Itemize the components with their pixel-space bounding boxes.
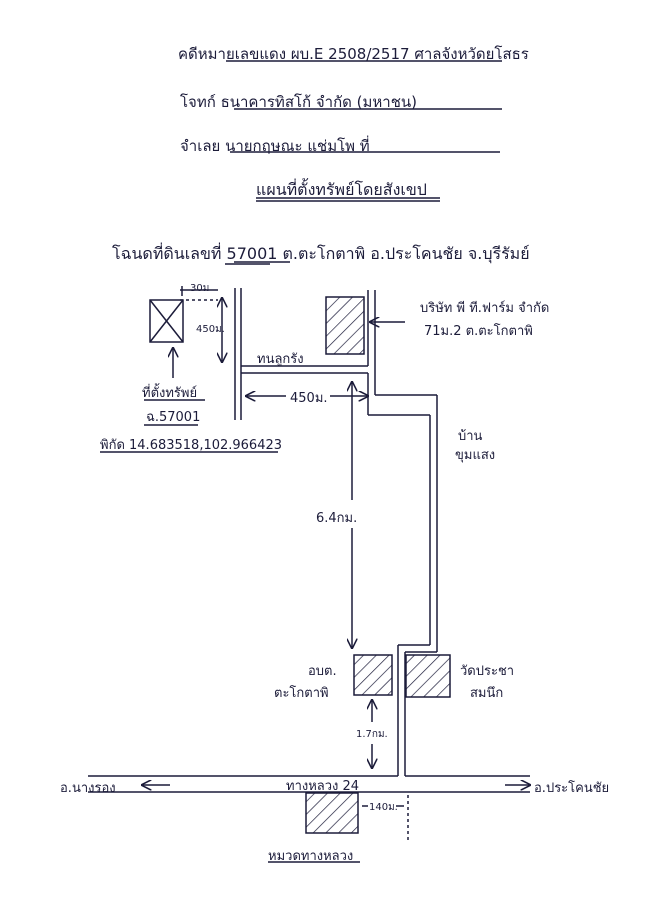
coordinates: พิกัด 14.683518,102.966423 (100, 438, 283, 453)
plaintiff-line: โจทก์ ธนาคารทิสโก้ จำกัด (มหาชน) (180, 93, 418, 111)
left-destination: อ.นางรอง (60, 781, 116, 796)
right-destination: อ.ประโคนชัย (534, 781, 610, 796)
highway-label: ทางหลวง 24 (286, 779, 360, 794)
village-label-line2: ขุมแสง (455, 448, 496, 463)
company-building (325, 296, 365, 355)
case-number-line: คดีหมายเลขแดง ผบ.E 2508/2517 ศาลจังหวัดย… (178, 45, 529, 63)
property-label-line1: ที่ตั้งทรัพย์ (142, 386, 198, 401)
subdistrict-office-building (353, 654, 393, 696)
village-label-line1: บ้าน (458, 429, 483, 444)
property-box (149, 299, 184, 343)
map-title: แผนที่ตั้งทรัพย์โดยสังเขป (256, 180, 427, 199)
soi-name: ทนลูกรัง (257, 352, 304, 367)
distance-30m: 30ม (190, 283, 210, 294)
defendant-line: จำเลย นายกฤษณะ แช่มโพ ที่ (180, 137, 370, 155)
subdistrict-office-line1: อบต. (308, 664, 337, 679)
company-name: บริษัท พี ที.ฟาร์ม จำกัด (420, 301, 550, 316)
subdistrict-office-line2: ตะโกตาพิ (274, 686, 329, 701)
distance-450m-horizontal: 450ม. (290, 391, 328, 406)
temple-label-line2: สมนึก (470, 686, 504, 701)
distance-1-7km: 1.7กม. (356, 729, 388, 740)
temple-label-line1: วัดประชา (460, 664, 515, 679)
distance-450m-vertical: 450ม. (196, 324, 225, 335)
property-label-line2: ฉ.57001 (146, 410, 201, 425)
temple-building (405, 654, 451, 698)
company-address: 71ม.2 ต.ตะโกตาพิ (424, 324, 533, 339)
highway-unit-label: หมวดทางหลวง (268, 849, 354, 864)
deed-line: โฉนดที่ดินเลขที่ 57001 ต.ตะโกตาพิ อ.ประโ… (112, 244, 530, 263)
distance-6-4km: 6.4กม. (316, 511, 358, 526)
distance-140m: 140ม. (369, 802, 398, 813)
highway-unit-building (305, 792, 359, 834)
